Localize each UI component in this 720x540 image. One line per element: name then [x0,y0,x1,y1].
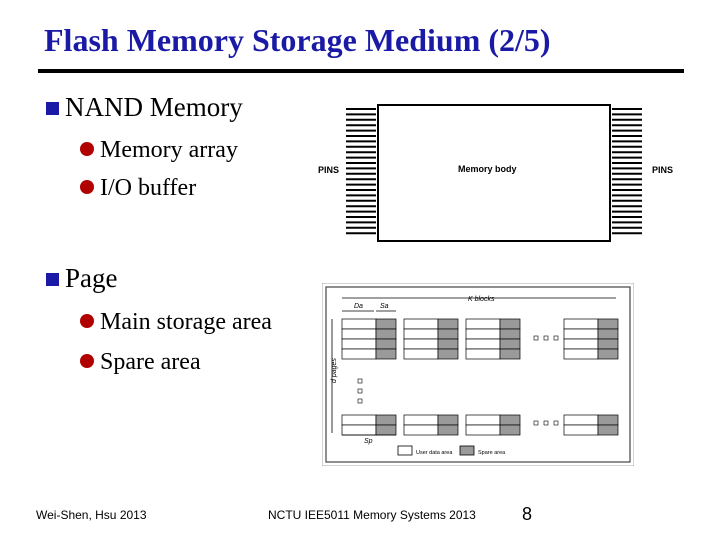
ellipsis-mark [357,378,363,384]
ellipsis-mark [357,388,363,394]
page-main-cell [563,328,599,340]
page-main-cell [465,424,501,436]
legend-user-label: User data area [416,450,453,456]
page-spare-cell [499,414,521,426]
ellipsis-mark [543,420,549,426]
page-spare-cell [597,424,619,436]
round-bullet-icon [80,354,94,368]
bullet-memory-array: Memory array [80,137,238,164]
ellipsis-mark [553,335,559,341]
page-number: 8 [522,504,533,524]
d-pages-label: d pages [331,358,338,383]
bullet-main-storage-area: Main storage area [80,309,272,336]
page-main-cell [563,414,599,426]
page-main-cell [563,424,599,436]
memory-body-label: Memory body [458,164,517,174]
page-spare-cell [597,414,619,426]
page-spare-cell [499,338,521,350]
page-spare-cell [499,328,521,340]
page-main-cell [341,414,377,426]
block-grid [341,318,619,436]
ellipsis-mark [357,398,363,404]
page-main-cell [403,348,439,360]
page-spare-cell [375,338,397,350]
page-main-cell [341,424,377,436]
pins-left-label: PINS [318,165,339,175]
da-label: Da [354,303,363,310]
right-pins [612,108,642,235]
page-main-cell [465,328,501,340]
page-main-cell [465,318,501,330]
ellipsis-mark [533,420,539,426]
page-main-cell [465,414,501,426]
legend-spare-swatch [459,445,475,456]
page-main-cell [465,338,501,350]
square-bullet-icon [46,102,59,115]
page-main-cell [341,318,377,330]
page-spare-cell [437,348,459,360]
title-divider [38,69,684,73]
page-main-cell [563,348,599,360]
page-spare-cell [499,318,521,330]
page-spare-cell [375,348,397,360]
bullet-spare-area: Spare area [80,349,201,376]
memory-body-rect [377,104,611,242]
page-main-cell [465,348,501,360]
page-block-figure: K blocks Da Sa d pages Sp User data area… [322,283,634,466]
page-main-cell [403,338,439,350]
bullet-page: Page [46,263,117,294]
page-spare-cell [499,348,521,360]
page-main-cell [341,328,377,340]
footer-course: NCTU IEE5011 Memory Systems 2013 [268,508,476,522]
page-spare-cell [437,414,459,426]
bullet-io-buffer: I/O buffer [80,175,196,202]
bullet-nand-memory: NAND Memory [46,92,243,123]
page-spare-cell [597,318,619,330]
page-main-cell [341,348,377,360]
page-spare-cell [375,424,397,436]
page-spare-cell [437,338,459,350]
k-blocks-label: K blocks [468,296,495,303]
sp-label: Sp [364,438,373,445]
page-main-cell [563,318,599,330]
page-spare-cell [437,424,459,436]
page-spare-cell [499,424,521,436]
page-main-cell [403,424,439,436]
page-spare-cell [375,328,397,340]
sa-label: Sa [380,303,389,310]
round-bullet-icon [80,180,94,194]
round-bullet-icon [80,142,94,156]
page-main-cell [341,338,377,350]
page-spare-cell [375,318,397,330]
page-main-cell [403,328,439,340]
slide-title: Flash Memory Storage Medium (2/5) [44,22,551,58]
pins-right-label: PINS [652,165,673,175]
page-spare-cell [437,318,459,330]
ellipsis-mark [543,335,549,341]
legend-spare-label: Spare area [478,450,506,456]
page-spare-cell [437,328,459,340]
ellipsis-mark [553,420,559,426]
footer-author: Wei-Shen, Hsu 2013 [36,508,147,522]
page-spare-cell [597,338,619,350]
page-main-cell [563,338,599,350]
ellipsis-mark [533,335,539,341]
page-spare-cell [597,348,619,360]
square-bullet-icon [46,273,59,286]
page-main-cell [403,318,439,330]
left-pins [346,108,376,235]
page-spare-cell [597,328,619,340]
nand-chip-figure: Memory body PINS PINS [312,95,682,255]
legend-user-swatch [397,445,413,456]
round-bullet-icon [80,314,94,328]
page-spare-cell [375,414,397,426]
page-main-cell [403,414,439,426]
